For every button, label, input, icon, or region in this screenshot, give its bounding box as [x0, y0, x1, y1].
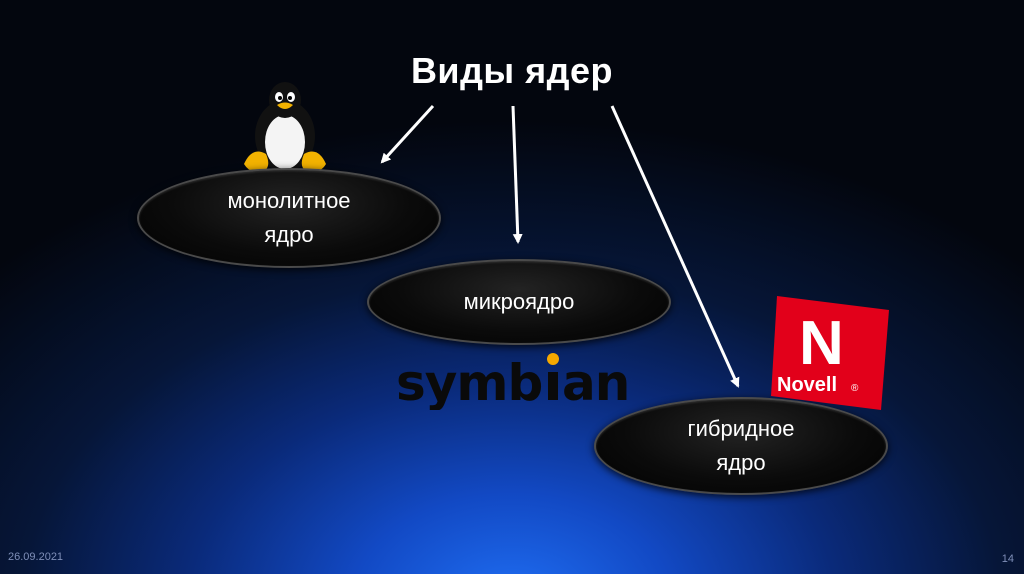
node-label: гибридное — [656, 412, 826, 446]
node-label: микроядро — [434, 285, 604, 319]
svg-text:symb: symb — [396, 354, 542, 410]
arrow-to-microkernel — [513, 106, 518, 242]
svg-text:®: ® — [851, 383, 859, 394]
arrow-to-monolithic — [382, 106, 433, 162]
node-monolithic-kernel: монолитное ядро — [137, 168, 441, 268]
node-label: ядро — [656, 446, 826, 480]
svg-text:an: an — [562, 354, 629, 410]
svg-text:Novell: Novell — [777, 374, 837, 396]
node-hybrid-kernel: гибридное ядро — [594, 397, 888, 495]
footer-date: 26.09.2021 — [8, 551, 63, 563]
novell-logo: N Novell ® — [771, 296, 889, 410]
node-microkernel: микроядро — [367, 259, 671, 345]
arrow-to-hybrid — [612, 106, 738, 386]
svg-text:N: N — [799, 309, 844, 378]
linux-tux-logo — [242, 80, 328, 176]
node-label: монолитное — [204, 184, 374, 218]
symbian-logo: symb an — [396, 350, 636, 410]
page-number: 14 — [1002, 553, 1014, 565]
node-label: ядро — [204, 218, 374, 252]
